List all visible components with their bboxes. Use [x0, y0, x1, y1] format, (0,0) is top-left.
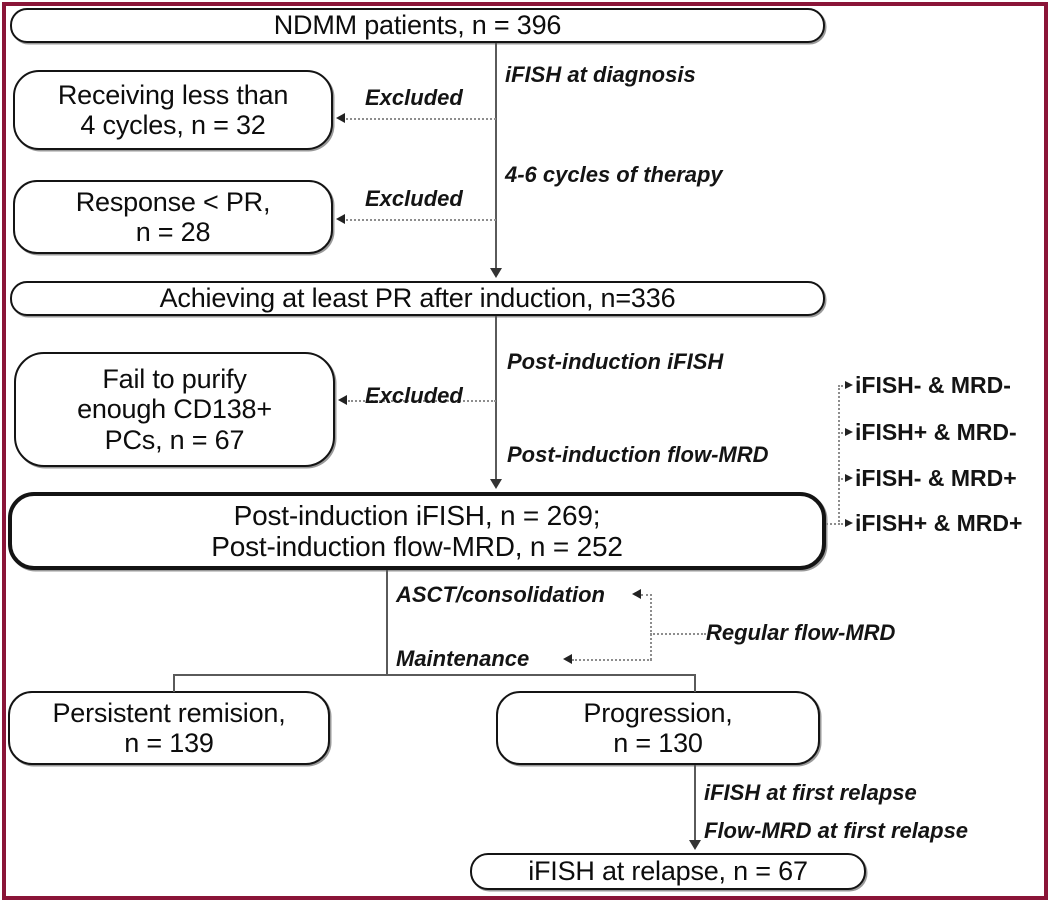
node-receiving-less-than-4-cycles-line-1: 4 cycles, n = 32 — [80, 110, 266, 140]
label-subgroup-4: iFISH+ & MRD+ — [855, 510, 1023, 536]
node-fail-to-purify-cd138-line-2: PCs, n = 67 — [104, 424, 245, 455]
label-post-induction-ifish: Post-induction iFISH — [507, 349, 724, 374]
connector-split-bar — [173, 674, 696, 676]
label-flow-mrd-at-first-relapse: Flow-MRD at first relapse — [704, 818, 969, 843]
arrow-subgroup-4 — [845, 519, 853, 527]
connector-postinduction-to-subgroups — [826, 523, 840, 525]
node-persistent-remission: Persistent remision, n = 139 — [8, 691, 330, 765]
arrow-subgroup-1 — [845, 381, 853, 389]
node-post-induction-ifish-flowmrd-line-0: Post-induction iFISH, n = 269; — [233, 499, 601, 531]
connector-excluded-response — [346, 219, 496, 221]
node-post-induction-ifish-flowmrd-line-1: Post-induction flow-MRD, n = 252 — [211, 531, 623, 562]
arrow-excluded-failpurify — [338, 395, 347, 405]
connector-regular-flowmrd-to-asct — [641, 594, 652, 596]
label-post-induction-flow-mrd: Post-induction flow-MRD — [507, 442, 769, 467]
node-receiving-less-than-4-cycles: Receiving less than 4 cycles, n = 32 — [13, 70, 333, 150]
node-response-less-than-pr-line-0: Response < PR, — [75, 186, 271, 217]
arrow-subgroup-2 — [845, 428, 853, 436]
connector-postinduction-to-split — [386, 570, 388, 675]
connector-subgroup-1 — [838, 385, 847, 387]
connector-subgroup-4 — [838, 523, 847, 525]
label-subgroup-2: iFISH+ & MRD- — [855, 419, 1017, 445]
label-ifish-at-diagnosis: iFISH at diagnosis — [505, 62, 696, 87]
node-persistent-remission-line-0: Persistent remision, — [52, 697, 286, 728]
arrow-excluded-less4cycles — [336, 113, 345, 123]
connector-split-to-remission — [173, 674, 175, 692]
arrow-regular-flowmrd-to-asct — [632, 589, 641, 599]
label-asct-consolidation: ASCT/consolidation — [396, 582, 605, 607]
connector-regular-flowmrd-stem — [650, 633, 706, 635]
node-ifish-at-relapse: iFISH at relapse, n = 67 — [470, 853, 866, 890]
label-4-6-cycles-of-therapy: 4-6 cycles of therapy — [505, 162, 723, 187]
connector-progression-to-relapse — [694, 765, 696, 843]
label-excluded-3: Excluded — [365, 383, 463, 408]
node-progression-line-0: Progression, — [583, 697, 733, 728]
arrow-subgroup-3 — [845, 474, 853, 482]
connector-excluded-less4cycles — [346, 118, 496, 120]
connector-split-to-progression — [694, 674, 696, 692]
node-ndmm-patients-line-0: NDMM patients, n = 396 — [273, 10, 562, 41]
node-response-less-than-pr: Response < PR, n = 28 — [13, 180, 333, 254]
label-ifish-at-first-relapse: iFISH at first relapse — [704, 780, 917, 805]
connector-subgroup-2 — [838, 432, 847, 434]
node-response-less-than-pr-line-1: n = 28 — [135, 217, 211, 247]
node-ifish-at-relapse-line-0: iFISH at relapse, n = 67 — [528, 856, 808, 887]
arrow-excluded-response — [336, 214, 345, 224]
node-receiving-less-than-4-cycles-line-0: Receiving less than — [57, 79, 289, 110]
arrow-achieving-to-postinduction — [490, 479, 502, 489]
node-fail-to-purify-cd138-line-1: enough CD138+ — [77, 394, 272, 425]
arrow-progression-to-relapse — [689, 840, 701, 850]
node-post-induction-ifish-flowmrd: Post-induction iFISH, n = 269; Post-indu… — [8, 492, 826, 570]
subgroup-bracket-spine — [838, 385, 840, 525]
label-regular-flow-mrd: Regular flow-MRD — [706, 620, 896, 645]
connector-achieving-to-postinduction — [495, 316, 497, 482]
label-subgroup-3: iFISH- & MRD+ — [855, 465, 1017, 491]
node-achieving-pr-after-induction: Achieving at least PR after induction, n… — [10, 281, 825, 316]
label-excluded-2: Excluded — [365, 186, 463, 211]
node-fail-to-purify-cd138: Fail to purify enough CD138+ PCs, n = 67 — [14, 352, 335, 467]
arrow-regular-flowmrd-to-maintenance — [563, 654, 572, 664]
connector-regular-flowmrd-to-maintenance — [572, 659, 652, 661]
label-maintenance: Maintenance — [396, 646, 530, 671]
node-persistent-remission-line-1: n = 139 — [124, 728, 214, 758]
connector-excluded-failpurify — [348, 400, 496, 402]
node-fail-to-purify-cd138-line-0: Fail to purify — [102, 364, 247, 395]
node-progression-line-1: n = 130 — [613, 728, 703, 758]
connector-ndmm-to-achieving — [495, 43, 497, 271]
label-subgroup-1: iFISH- & MRD- — [855, 372, 1011, 398]
label-excluded-1: Excluded — [365, 85, 463, 110]
connector-subgroup-3 — [838, 478, 847, 480]
node-ndmm-patients: NDMM patients, n = 396 — [10, 8, 825, 43]
regular-flowmrd-bracket-spine — [650, 594, 652, 660]
node-achieving-pr-after-induction-line-0: Achieving at least PR after induction, n… — [159, 283, 676, 314]
node-progression: Progression, n = 130 — [496, 691, 820, 765]
arrow-ndmm-to-achieving — [490, 268, 502, 278]
